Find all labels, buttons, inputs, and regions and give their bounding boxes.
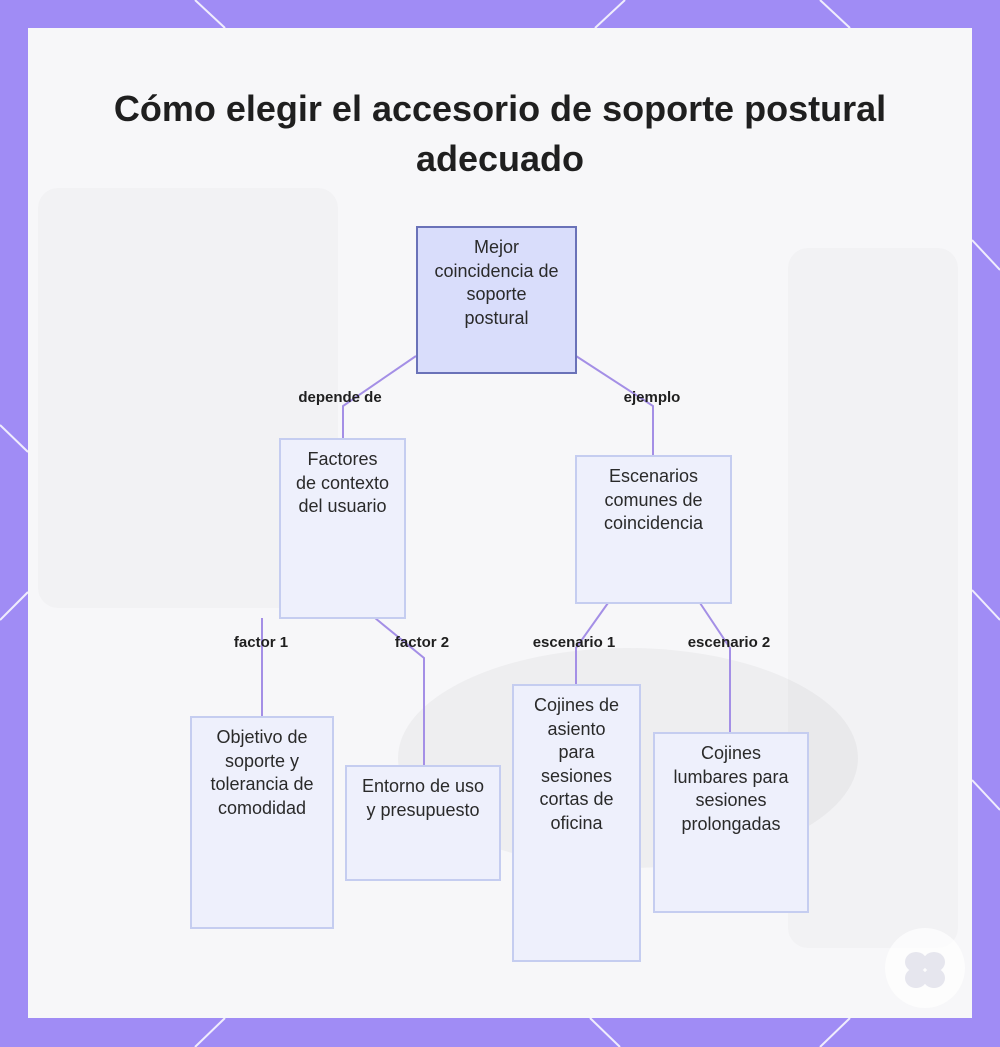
edge-label-scenario-1: escenario 1 <box>532 634 616 651</box>
edge-label-example: ejemplo <box>623 389 681 406</box>
edge-label-factor-1: factor 1 <box>233 634 289 651</box>
edge-label-factor-2: factor 2 <box>394 634 450 651</box>
edge-root-context <box>342 355 417 440</box>
edge-scenarios-seat <box>575 602 609 686</box>
node-common-scenarios: Escenarios comunes de coincidencia <box>575 455 732 604</box>
edge-scenarios-lumbar <box>699 602 731 734</box>
edge-context-environment <box>374 617 425 766</box>
node-context-factors: Factores de contexto del usuario <box>279 438 406 619</box>
edge-root-scenarios <box>575 355 654 456</box>
node-seat-cushions: Cojines de asiento para sesiones cortas … <box>512 684 641 962</box>
node-environment: Entorno de uso y presupuesto <box>345 765 501 881</box>
diagram-panel: Cómo elegir el accesorio de soporte post… <box>28 28 972 1018</box>
diagram-connectors <box>261 355 731 766</box>
node-best-match: Mejor coincidencia de soporte postural <box>416 226 577 374</box>
edge-label-depends-on: depende de <box>298 389 382 406</box>
page-title: Cómo elegir el accesorio de soporte post… <box>113 88 887 179</box>
edge-label-scenario-2: escenario 2 <box>687 634 771 651</box>
node-objective: Objetivo de soporte y tolerancia de como… <box>190 716 334 929</box>
brain-logo-icon <box>885 928 965 1008</box>
node-lumbar-cushions: Cojines lumbares para sesiones prolongad… <box>653 732 809 913</box>
